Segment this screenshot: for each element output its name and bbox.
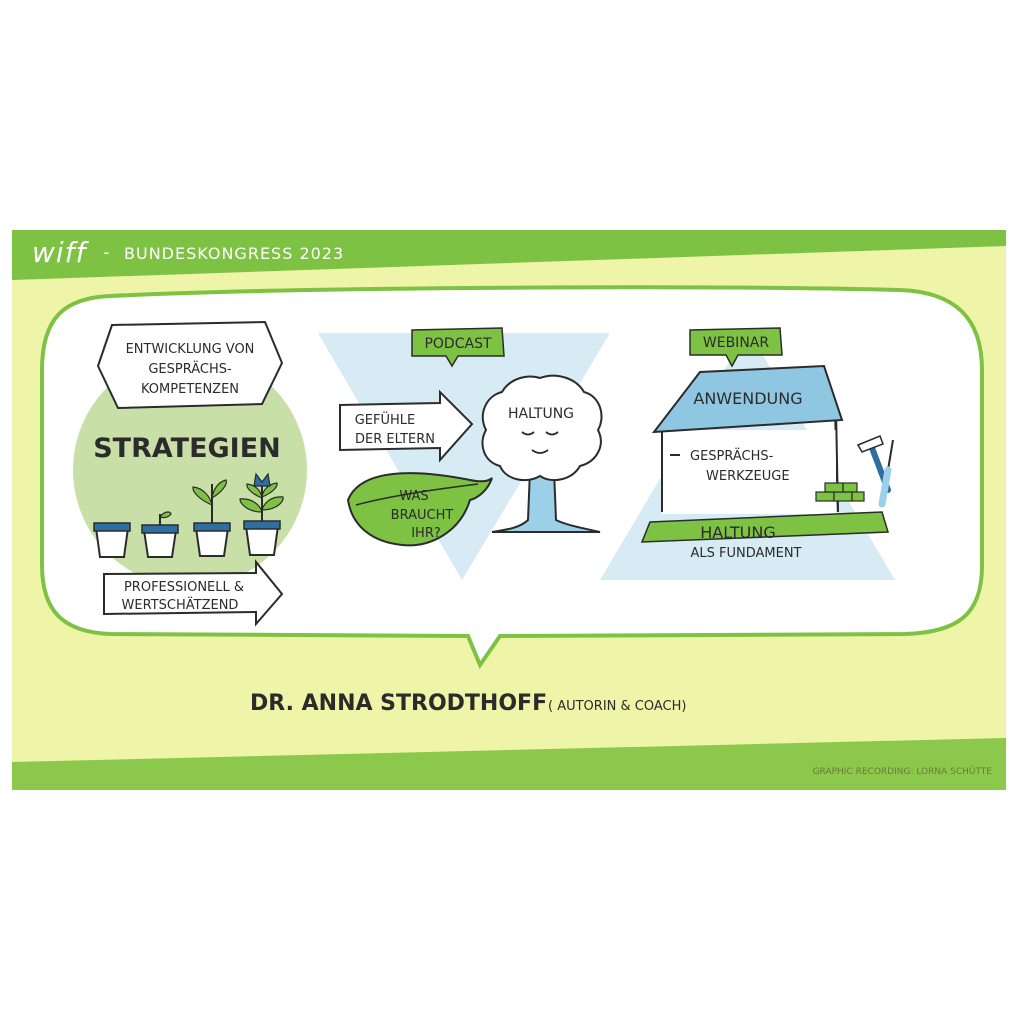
brick-5 (851, 491, 865, 502)
header-title: BUNDESKONGRESS 2023 (124, 244, 344, 263)
tree-eye-left (521, 431, 535, 436)
competence-line-1: ENTWICKLUNG VON (126, 342, 255, 357)
strategies-label: STRATEGIEN (93, 433, 281, 464)
foundation-sub: ALS FUNDAMENT (690, 546, 801, 561)
header-dash: - (103, 242, 111, 263)
hammer-head (856, 435, 884, 453)
competence-line-3: KOMPETENZEN (141, 382, 239, 397)
pot-2 (142, 529, 178, 558)
flower-4 (253, 472, 271, 487)
plant-4-leaf-b (261, 496, 284, 511)
tools-line-1: GESPRÄCHS- (690, 448, 774, 464)
house-roof (651, 364, 844, 434)
foundation-slab (640, 511, 889, 543)
tree-trunk (491, 469, 601, 533)
plant-pots (93, 472, 284, 558)
screwdriver-icon (878, 439, 894, 508)
webinar-label: WEBINAR (703, 335, 769, 351)
tree-eye-right (545, 431, 559, 436)
question-leaf (346, 472, 493, 547)
feelings-arrow (339, 389, 474, 463)
foundation-label: HALTUNG (700, 523, 776, 542)
brick-4 (842, 482, 858, 493)
header-band (12, 230, 1006, 280)
feelings-line-2: DER ELTERN (355, 432, 435, 447)
pot-1-rim (93, 522, 131, 532)
bricks (815, 482, 865, 502)
competence-bubble (96, 320, 284, 410)
brick-3 (824, 482, 844, 493)
leaf-line-3: IHR? (411, 526, 441, 541)
pot-2-rim (141, 524, 179, 534)
credit-text: GRAPHIC RECORDING: LORNA SCHÜTTE (813, 766, 993, 777)
tree-label: HALTUNG (508, 406, 574, 422)
brick-2 (833, 491, 853, 502)
competence-line-2: GESPRÄCHS- (148, 361, 232, 377)
professional-arrow (103, 559, 284, 627)
sprout-2-leaf (159, 511, 172, 519)
pot-1 (94, 527, 130, 558)
plant-4-leaf-c (246, 483, 263, 499)
pot-4-rim (243, 520, 281, 530)
plant-4-leaf-d (261, 482, 278, 498)
professional-line-1: PROFESSIONELL & (124, 580, 244, 595)
webinar-tag (689, 327, 783, 368)
podcast-label: PODCAST (424, 336, 491, 352)
screwdriver-shaft (887, 439, 894, 471)
podcast-tag (411, 327, 505, 368)
footer-band (12, 738, 1006, 790)
speaker-name: DR. ANNA STRODTHOFF (250, 691, 547, 716)
speaker-role: ( AUTORIN & COACH) (548, 699, 686, 714)
pot-3-rim (193, 522, 231, 532)
pot-4 (244, 525, 280, 556)
pot-3 (194, 527, 230, 557)
leaf-line-2: BRAUCHT (391, 508, 454, 523)
plant-3-leaf-a (192, 486, 213, 506)
plant-4-leaf-a (239, 498, 263, 513)
professional-line-2: WERTSCHÄTZEND (122, 597, 239, 613)
leaf-vein (355, 483, 479, 506)
plant-3-leaf-b (211, 479, 227, 500)
feelings-line-1: GEFÜHLE (355, 411, 416, 428)
roof-label: ANWENDUNG (693, 389, 802, 408)
wiff-logo: wiff (32, 236, 90, 269)
house-body (662, 430, 836, 514)
brick-1 (815, 491, 835, 502)
tree-smile (531, 449, 549, 454)
leaf-line-1: WAS (399, 489, 428, 504)
tree-crown (481, 374, 603, 482)
tools-line-2: WERKZEUGE (706, 469, 790, 484)
screwdriver-grip (878, 466, 892, 508)
